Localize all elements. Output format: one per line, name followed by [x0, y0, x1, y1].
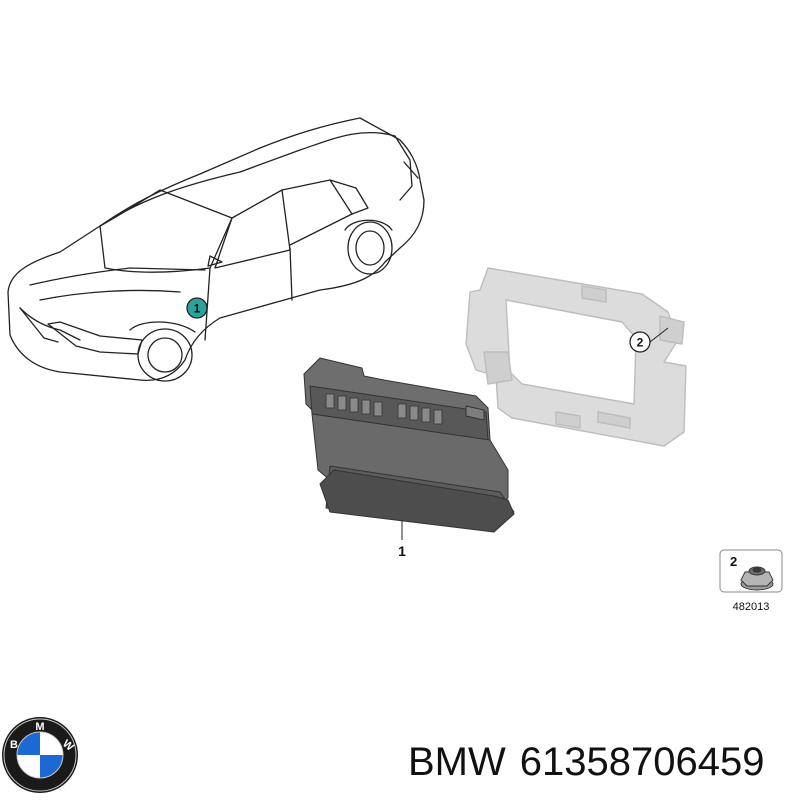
nut-icon — [740, 566, 774, 591]
legend-part-2: 2 482013 — [719, 549, 783, 613]
logo-letter-b: B — [10, 739, 18, 751]
car-marker-number: 1 — [194, 302, 201, 316]
module-callout: 1 — [398, 520, 406, 559]
svg-text:B: B — [10, 739, 18, 751]
bracket-callout-marker: 2 — [629, 327, 669, 353]
legend-part-number: 482013 — [733, 601, 770, 613]
brand-part-number: BMW 61358706459 — [408, 738, 764, 786]
logo-letter-m: M — [35, 721, 44, 733]
bmw-logo: B M W — [2, 717, 78, 793]
control-module — [303, 357, 515, 533]
car-outline — [7, 117, 425, 382]
mounting-bracket — [465, 267, 687, 447]
car-callout-marker: 1 — [186, 297, 208, 319]
brand-name: BMW — [408, 740, 506, 784]
bracket-marker-number: 2 — [637, 336, 644, 350]
module-label-number: 1 — [398, 543, 406, 559]
part-number: 61358706459 — [519, 740, 765, 784]
legend-number: 2 — [730, 554, 737, 569]
